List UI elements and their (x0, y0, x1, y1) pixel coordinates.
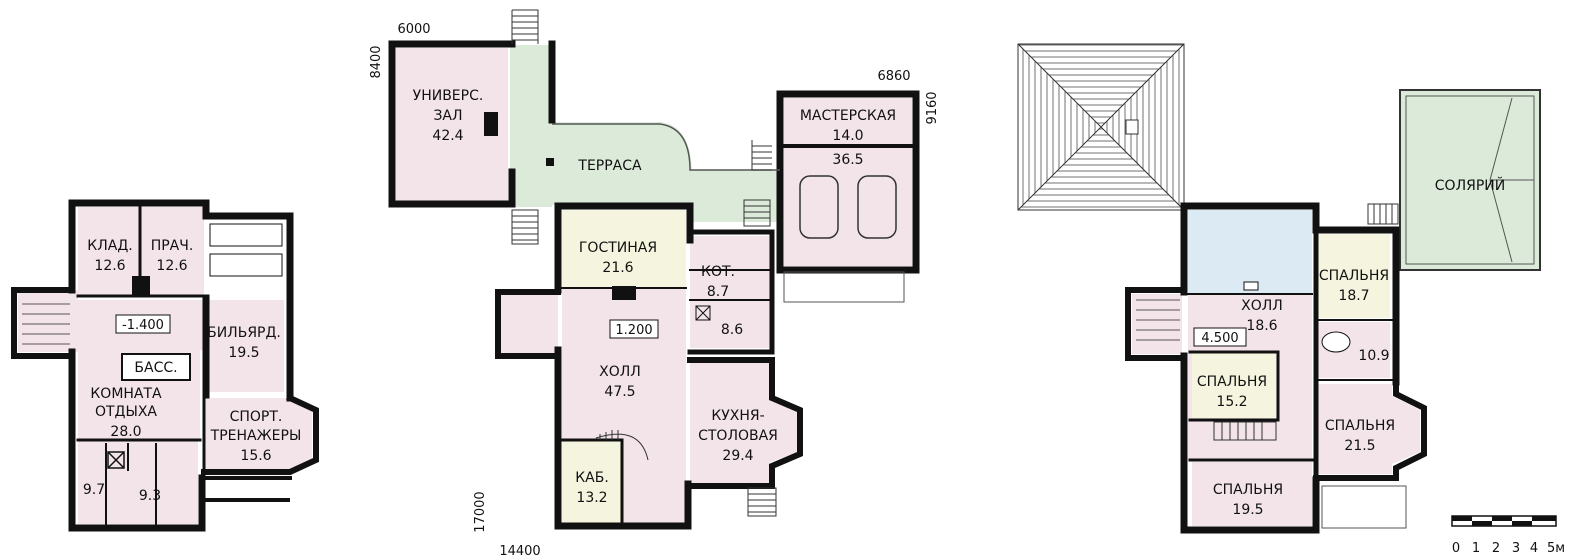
level-box (1193, 327, 1247, 347)
boiler-fill (690, 236, 770, 348)
room-area: 9.3 (139, 488, 161, 504)
room-name: ТЕРРАСА (577, 158, 642, 174)
bedroom-fill (1192, 352, 1276, 418)
room-area: 18.6 (1246, 318, 1277, 334)
room-area: 13.2 (576, 490, 607, 506)
room-name: БАСС. (134, 360, 177, 376)
room-area: 8.6 (721, 322, 743, 338)
pool-outline (121, 353, 191, 381)
room-name: СПАЛЬНЯ (1325, 418, 1395, 434)
scale-label: 2 (1492, 541, 1500, 556)
bedroom-fill (1192, 462, 1312, 526)
cabinet-fill (562, 440, 622, 524)
billiard-fill (204, 300, 284, 392)
room-name-2: ТРЕНАЖЕРЫ (210, 428, 302, 444)
kitchen-fill (690, 360, 798, 484)
room-area: 21.6 (602, 260, 633, 276)
basement-small-rooms-fill (78, 440, 198, 524)
balcony-glass-fill (1188, 210, 1312, 294)
upper-floor-plan: 4.500 СОЛЯРИЙ ХОЛЛ 18.6 СПАЛЬНЯ 18.7 10.… (1017, 43, 1541, 534)
room-area: 36.5 (832, 152, 863, 168)
scale-bar: 0 1 2 3 4 5м (1451, 515, 1565, 556)
terrace-fill (510, 45, 780, 222)
gym-fill (204, 398, 312, 470)
room-area: 15.2 (1216, 394, 1247, 410)
room-name: МАСТЕРСКАЯ (800, 108, 896, 124)
column-icon (546, 158, 554, 166)
fireplace-icon (612, 286, 636, 300)
room-name: ГОСТИНАЯ (579, 240, 657, 256)
room-area: 18.7 (1338, 288, 1369, 304)
level-mark: -1.400 (122, 318, 164, 333)
room-name: КАБ. (575, 470, 609, 486)
scale-label: 1 (1472, 541, 1480, 556)
room-name: КОМНАТА (90, 386, 162, 402)
upper-stair-fill (1132, 294, 1182, 354)
room-area: 9.7 (83, 482, 105, 498)
room-name: СОЛЯРИЙ (1435, 176, 1505, 194)
room-area: 19.5 (228, 345, 259, 361)
room-name: СПОРТ. (230, 409, 283, 425)
basement-stair-fill (18, 290, 78, 352)
room-area: 12.6 (94, 258, 125, 274)
room-name: СПАЛЬНЯ (1319, 268, 1389, 284)
ground-floor-plan: 1.200 6000 8400 6860 9160 14400 17000 УН… (369, 9, 940, 559)
room-name: ХОЛЛ (599, 364, 641, 380)
room-name: ПРАЧ. (151, 238, 194, 254)
car-icon (857, 175, 897, 239)
room-area: 14.0 (832, 128, 863, 144)
scale-label: 5м (1547, 541, 1565, 556)
level-mark: 4.500 (1201, 331, 1238, 346)
room-area: 10.9 (1358, 348, 1389, 364)
car-icon (799, 175, 839, 239)
room-name-2: СТОЛОВАЯ (698, 428, 778, 444)
room-area: 29.4 (722, 448, 753, 464)
room-area: 21.5 (1344, 438, 1375, 454)
bedroom-fill (1318, 384, 1420, 474)
room-area: 8.7 (707, 284, 729, 300)
room-area: 42.4 (432, 128, 463, 144)
room-name: ХОЛЛ (1241, 298, 1283, 314)
room-name: СПАЛЬНЯ (1197, 374, 1267, 390)
room-area: 15.6 (240, 448, 271, 464)
dimension-label: 6000 (397, 22, 430, 37)
scale-label: 4 (1530, 541, 1538, 556)
level-box (609, 319, 659, 339)
bedroom-fill (1318, 234, 1390, 318)
room-name: СПАЛЬНЯ (1213, 482, 1283, 498)
dimension-label: 9160 (925, 91, 940, 124)
scale-label: 3 (1512, 541, 1520, 556)
bathtub-icon (1321, 331, 1351, 353)
room-name-2: ОТДЫХА (95, 404, 157, 420)
dimension-label: 14400 (499, 544, 540, 559)
room-area: 19.5 (1232, 502, 1263, 518)
level-mark: 1.200 (615, 323, 652, 338)
room-name: УНИВЕРС. (413, 88, 484, 104)
basement-plan: КЛАД. 12.6 ПРАЧ. 12.6 -1.400 БИЛЬЯРД. 19… (11, 199, 319, 532)
living-room-fill (562, 210, 686, 288)
room-name: КЛАД. (87, 238, 132, 254)
dimension-label: 6860 (877, 69, 910, 84)
garage-fill (784, 98, 912, 266)
room-area: 28.0 (110, 424, 141, 440)
room-name: КУХНЯ- (711, 408, 764, 424)
room-name: БИЛЬЯРД. (207, 325, 281, 341)
room-name-2: ЗАЛ (433, 108, 462, 124)
ground-stair-fill (500, 294, 558, 354)
room-name: КОТ. (701, 264, 735, 280)
level-box (115, 314, 171, 334)
scale-label: 0 (1452, 541, 1460, 556)
dimension-label: 17000 (473, 491, 488, 532)
fireplace-icon (484, 112, 498, 136)
room-area: 47.5 (604, 384, 635, 400)
dimension-label: 8400 (369, 45, 384, 78)
room-area: 12.6 (156, 258, 187, 274)
basement-column (132, 276, 150, 296)
